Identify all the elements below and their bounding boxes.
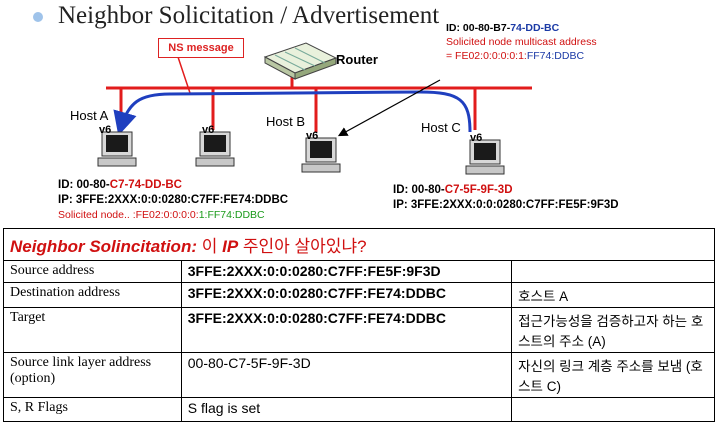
- network-diagram: [97, 42, 532, 175]
- router-icon: [263, 42, 338, 80]
- page-title: Neighbor Solicitation / Advertisement: [58, 2, 440, 29]
- computer-icon-host-d: [195, 131, 235, 167]
- host-c-info: ID: 00-80-C7-5F-9F-3D IP: 3FFE:2XXX:0:0:…: [393, 184, 619, 211]
- table-row: Source address 3FFE:2XXX:0:0:0280:C7FF:F…: [3, 260, 715, 283]
- title-bullet: [33, 12, 43, 22]
- router-label: Router: [336, 52, 378, 67]
- router-info-arrow: [337, 79, 441, 137]
- computer-icon-host-b: [301, 137, 341, 173]
- host-c-label: Host C: [421, 120, 461, 135]
- computer-icon-host-c: [465, 139, 505, 175]
- computer-icon-host-a: [97, 131, 137, 167]
- ns-message-path: [113, 90, 472, 136]
- table-row: S, R Flags S flag is set: [3, 397, 715, 422]
- host-d-v6: v6: [202, 124, 215, 136]
- table-row: Source link layer address (option) 00-80…: [3, 352, 715, 398]
- host-b-label: Host B: [266, 114, 306, 129]
- ns-message-label: NS message: [158, 38, 244, 58]
- table-header: Neighbor Solincitation: 이 IP 주인아 살아있냐?: [3, 228, 715, 261]
- table-row: Destination address 3FFE:2XXX:0:0:0280:C…: [3, 282, 715, 308]
- ns-message-table: Neighbor Solincitation: 이 IP 주인아 살아있냐? S…: [3, 228, 715, 422]
- host-a-label: Host A: [70, 108, 109, 123]
- host-a-v6: v6: [99, 124, 112, 136]
- host-b-v6: v6: [306, 130, 319, 142]
- table-row: Target 3FFE:2XXX:0:0:0280:C7FF:FE74:DDBC…: [3, 307, 715, 353]
- router-info: ID: 00-80-B7-74-DD-BC Solicited node mul…: [446, 22, 597, 62]
- host-c-v6: v6: [470, 132, 483, 144]
- host-a-info: ID: 00-80-C7-74-DD-BC IP: 3FFE:2XXX:0:0:…: [58, 179, 289, 221]
